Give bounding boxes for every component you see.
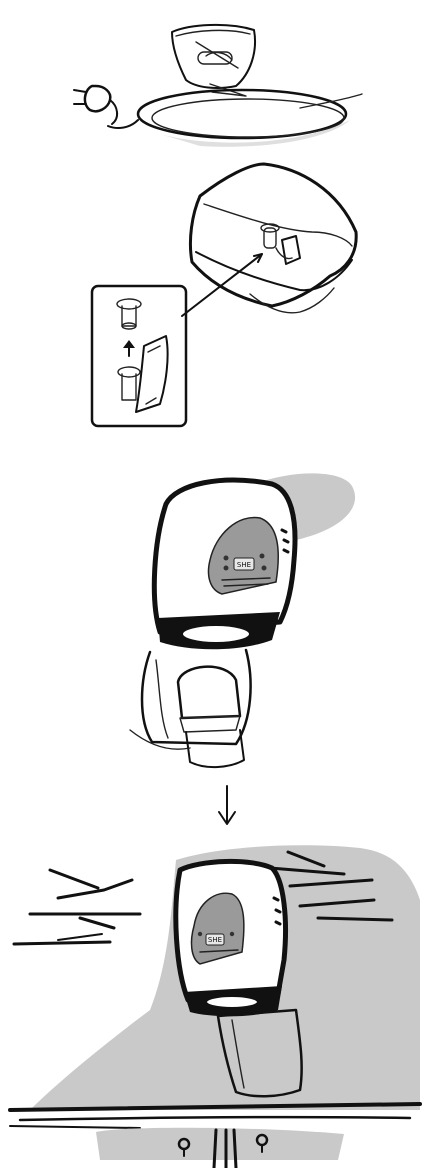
base-mount <box>96 1128 344 1168</box>
installed-display-label: SHE <box>208 936 222 944</box>
detail-inset <box>92 286 186 426</box>
step-3-illustration: SHE <box>130 473 355 767</box>
bag-icon <box>172 25 255 96</box>
step-1-illustration <box>74 25 362 147</box>
display-label: SHE <box>237 561 251 569</box>
down-arrow-icon <box>219 786 235 824</box>
cord-icon <box>108 90 362 147</box>
step-2-illustration <box>92 164 356 426</box>
step-4-illustration: SHE <box>10 845 420 1168</box>
left-texture <box>14 870 140 944</box>
plug-icon <box>74 86 117 124</box>
dispenser-unit-icon: SHE <box>130 480 295 767</box>
